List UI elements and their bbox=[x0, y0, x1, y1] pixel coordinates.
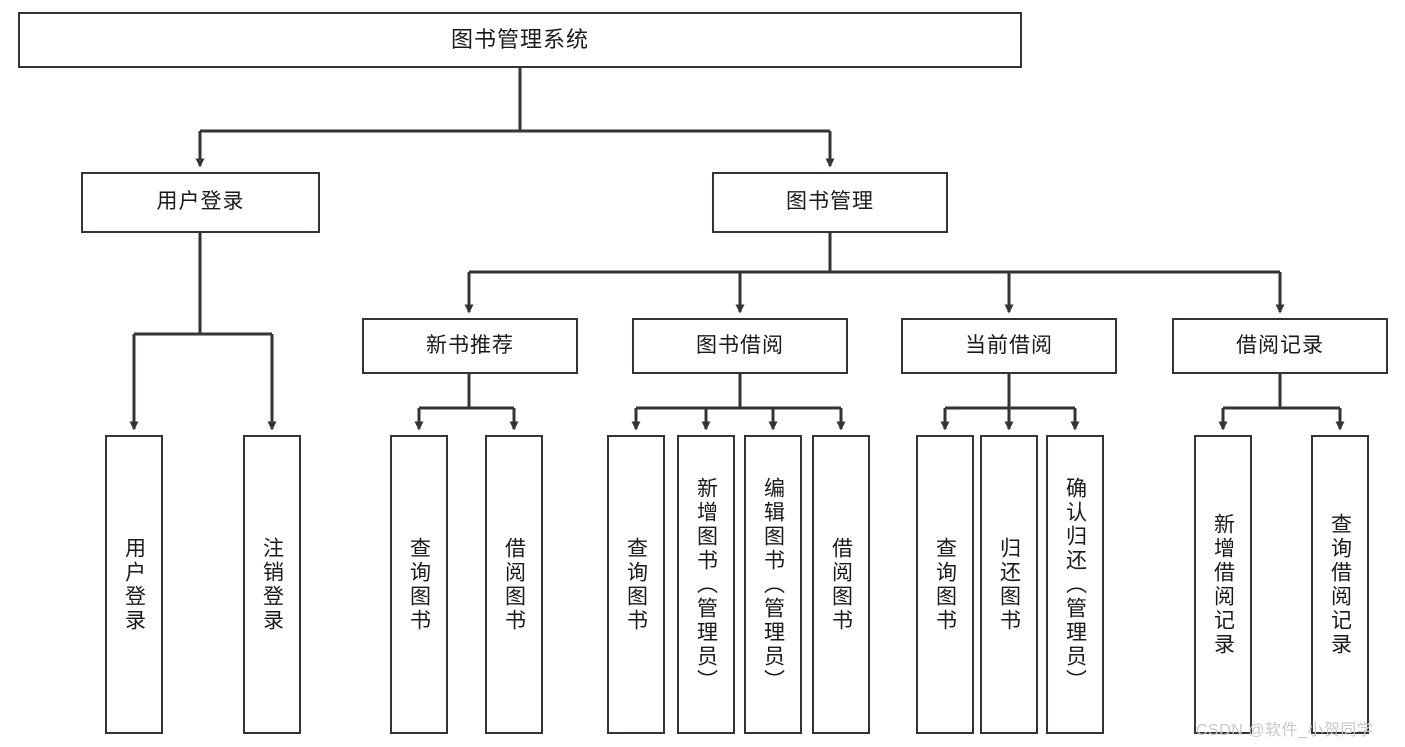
leaf-label: 新增图书（管理员） bbox=[694, 476, 718, 693]
leaf-new-book-query[interactable]: 查询图书 bbox=[390, 435, 448, 734]
leaf-label: 查询借阅记录 bbox=[1328, 512, 1352, 657]
leaf-record-add[interactable]: 新增借阅记录 bbox=[1194, 435, 1252, 734]
leaf-user-login-logout[interactable]: 注销登录 bbox=[243, 435, 301, 734]
node-book-borrow[interactable]: 图书借阅 bbox=[632, 318, 848, 374]
node-root-label: 图书管理系统 bbox=[450, 27, 589, 53]
leaf-label: 编辑图书（管理员） bbox=[761, 476, 785, 693]
leaf-record-query[interactable]: 查询借阅记录 bbox=[1311, 435, 1369, 734]
leaf-label: 注销登录 bbox=[260, 536, 284, 633]
leaf-label: 借阅图书 bbox=[829, 536, 853, 633]
node-new-book-recommend[interactable]: 新书推荐 bbox=[362, 318, 578, 374]
leaf-borrow-add-book[interactable]: 新增图书（管理员） bbox=[677, 435, 735, 734]
leaf-label: 借阅图书 bbox=[502, 536, 526, 633]
node-book-manage-label: 图书管理 bbox=[786, 190, 874, 214]
leaf-label: 新增借阅记录 bbox=[1211, 512, 1235, 657]
leaf-current-query[interactable]: 查询图书 bbox=[916, 435, 974, 734]
node-current-borrow-label: 当前借阅 bbox=[965, 333, 1053, 357]
node-borrow-record[interactable]: 借阅记录 bbox=[1172, 318, 1388, 374]
leaf-new-book-borrow[interactable]: 借阅图书 bbox=[485, 435, 543, 734]
node-root[interactable]: 图书管理系统 bbox=[18, 12, 1022, 68]
node-user-login[interactable]: 用户登录 bbox=[81, 172, 320, 233]
node-new-book-recommend-label: 新书推荐 bbox=[426, 333, 514, 357]
leaf-label: 查询图书 bbox=[407, 536, 431, 633]
leaf-label: 查询图书 bbox=[933, 536, 957, 633]
leaf-label: 确认归还（管理员） bbox=[1063, 476, 1087, 693]
leaf-label: 查询图书 bbox=[624, 536, 648, 633]
node-user-login-label: 用户登录 bbox=[156, 190, 245, 214]
node-current-borrow[interactable]: 当前借阅 bbox=[901, 318, 1117, 374]
leaf-label: 归还图书 bbox=[997, 536, 1021, 633]
leaf-borrow-query[interactable]: 查询图书 bbox=[607, 435, 665, 734]
leaf-current-return[interactable]: 归还图书 bbox=[980, 435, 1038, 734]
node-book-manage[interactable]: 图书管理 bbox=[712, 172, 948, 233]
leaf-borrow-borrow-book[interactable]: 借阅图书 bbox=[812, 435, 870, 734]
leaf-label: 用户登录 bbox=[122, 536, 146, 633]
node-borrow-record-label: 借阅记录 bbox=[1236, 333, 1324, 357]
leaf-current-confirm-return[interactable]: 确认归还（管理员） bbox=[1046, 435, 1104, 734]
node-book-borrow-label: 图书借阅 bbox=[696, 333, 784, 357]
leaf-borrow-edit-book[interactable]: 编辑图书（管理员） bbox=[744, 435, 802, 734]
leaf-user-login-login[interactable]: 用户登录 bbox=[105, 435, 163, 734]
